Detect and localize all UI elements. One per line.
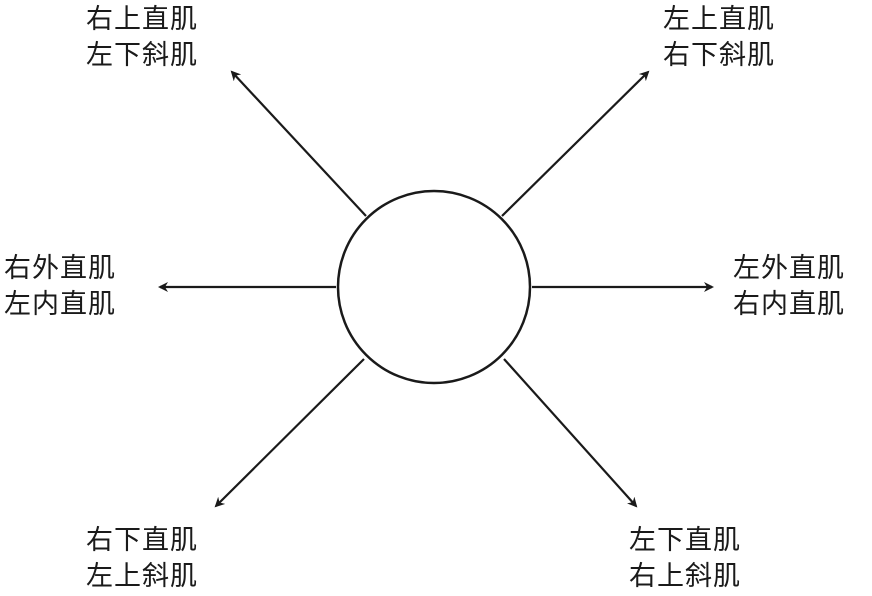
label-down-left-line1: 右下直肌 [86, 525, 198, 556]
label-up-right-line1: 左上直肌 [663, 4, 775, 35]
arrow-up-right [501, 70, 650, 217]
label-up-left-line2: 左下斜肌 [86, 40, 198, 71]
label-up-left-line1: 右上直肌 [86, 4, 198, 35]
label-right-line1: 左外直肌 [733, 253, 845, 284]
label-left-line2: 左内直肌 [4, 289, 116, 320]
label-up-right-line2: 右下斜肌 [663, 40, 775, 71]
label-up-left: 右上直肌 左下斜肌 [86, 2, 198, 74]
label-right-line2: 右内直肌 [733, 289, 845, 320]
label-down-right: 左下直肌 右上斜肌 [629, 523, 741, 595]
label-down-right-line1: 左下直肌 [629, 525, 741, 556]
label-left-line1: 右外直肌 [4, 253, 116, 284]
arrow-up-left [230, 70, 367, 217]
label-down-left: 右下直肌 左上斜肌 [86, 523, 198, 595]
label-right: 左外直肌 右内直肌 [733, 251, 845, 323]
eye-circle [336, 189, 532, 385]
label-up-right: 左上直肌 右下斜肌 [663, 2, 775, 74]
label-down-right-line2: 右上斜肌 [629, 561, 741, 592]
arrow-down-right [503, 358, 638, 508]
arrow-down-left [214, 358, 365, 508]
label-left: 右外直肌 左内直肌 [4, 251, 116, 323]
label-down-left-line2: 左上斜肌 [86, 561, 198, 592]
